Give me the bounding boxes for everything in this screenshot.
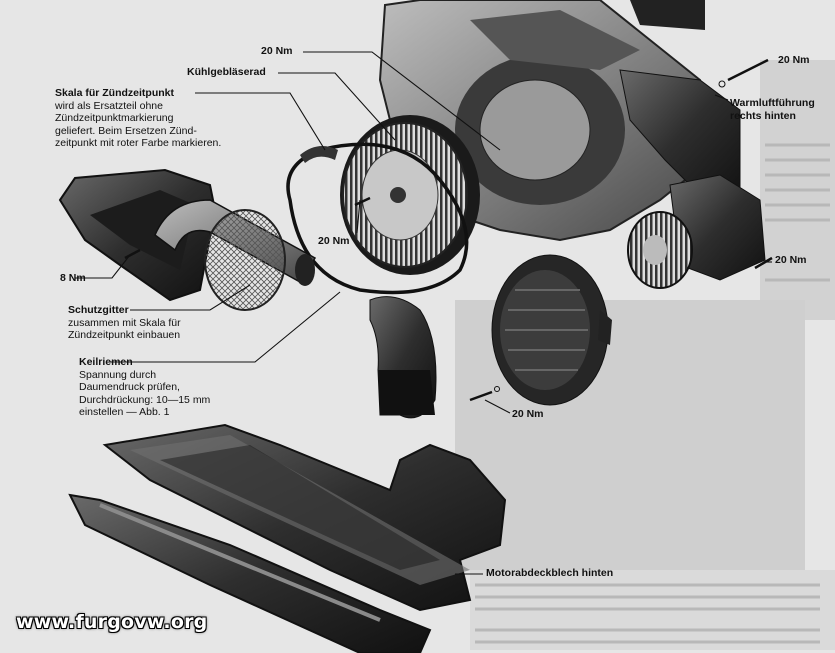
guard-label: Schutzgitter zusammen mit Skala für Zünd… [68, 304, 181, 341]
torque-label-right-top: 20 Nm [778, 54, 810, 66]
fan-wheel-label: Kühlgebläserad [187, 66, 266, 78]
torque-label-bottom: 20 Nm [512, 408, 544, 420]
leader-lines [75, 51, 772, 575]
torque-label-right-mid: 20 Nm [775, 254, 807, 266]
bolts [124, 58, 773, 402]
warm-air-duct-label: Warmluftführung rechts hinten [730, 97, 815, 122]
engine-cover-label: Motorabdeckblech hinten [486, 567, 614, 579]
protective-grille [204, 209, 286, 311]
alternator [627, 174, 766, 289]
heat-shield-bar [68, 493, 432, 653]
rear-engine-cover-plate [102, 423, 507, 612]
watermark: www.furgovw.org [16, 611, 208, 633]
fan-cover [491, 254, 612, 406]
elbow-duct [369, 296, 437, 419]
cooling-fan-wheel [340, 115, 480, 275]
v-belt-label: Keilriemen Spannung durch Daumendruck pr… [79, 356, 211, 418]
warm-air-duct [619, 0, 741, 201]
timing-scale-label: Skala für Zündzeitpunkt wird als Ersatzt… [55, 87, 222, 149]
timing-scale-part [300, 146, 338, 163]
torque-label-top: 20 Nm [261, 45, 293, 57]
torque-label-center: 20 Nm [318, 235, 350, 247]
torque-label-left: 8 Nm [60, 272, 86, 284]
